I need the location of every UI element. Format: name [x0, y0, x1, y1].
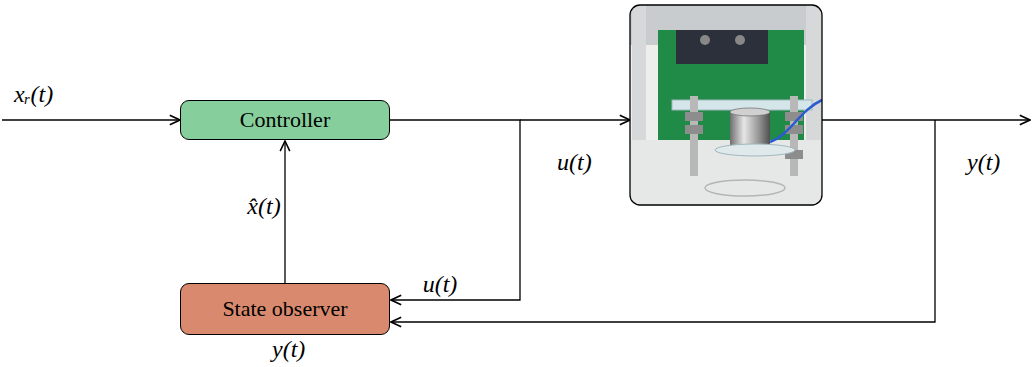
- photo-ground: [630, 5, 822, 205]
- input-wire: [520, 119, 630, 120]
- input-signal: u(t): [557, 150, 592, 174]
- signal-connector: [284, 141, 285, 283]
- signal-connector: [390, 120, 520, 300]
- box-title: Controller: [240, 107, 330, 133]
- plant-photo: [630, 5, 822, 205]
- cable: [770, 100, 822, 142]
- sensor-block: [676, 30, 768, 64]
- wires: [2, 120, 1030, 322]
- measured-signal: y(t): [272, 337, 305, 361]
- output-wire: [822, 119, 1030, 120]
- output-signal: y(t): [967, 150, 1000, 174]
- measurement-wire: [391, 120, 935, 322]
- box-title: State observer: [222, 296, 347, 322]
- magnet: [730, 112, 770, 148]
- reference-signal: xᵣ(t): [14, 82, 53, 106]
- reference-wire: [2, 119, 180, 120]
- edge-label: u(t): [423, 272, 458, 296]
- photo-frame: [630, 5, 822, 205]
- observer-box: State observer: [180, 283, 390, 335]
- edge-label: x̂(t): [247, 194, 280, 218]
- controller-box: Controller: [180, 100, 390, 140]
